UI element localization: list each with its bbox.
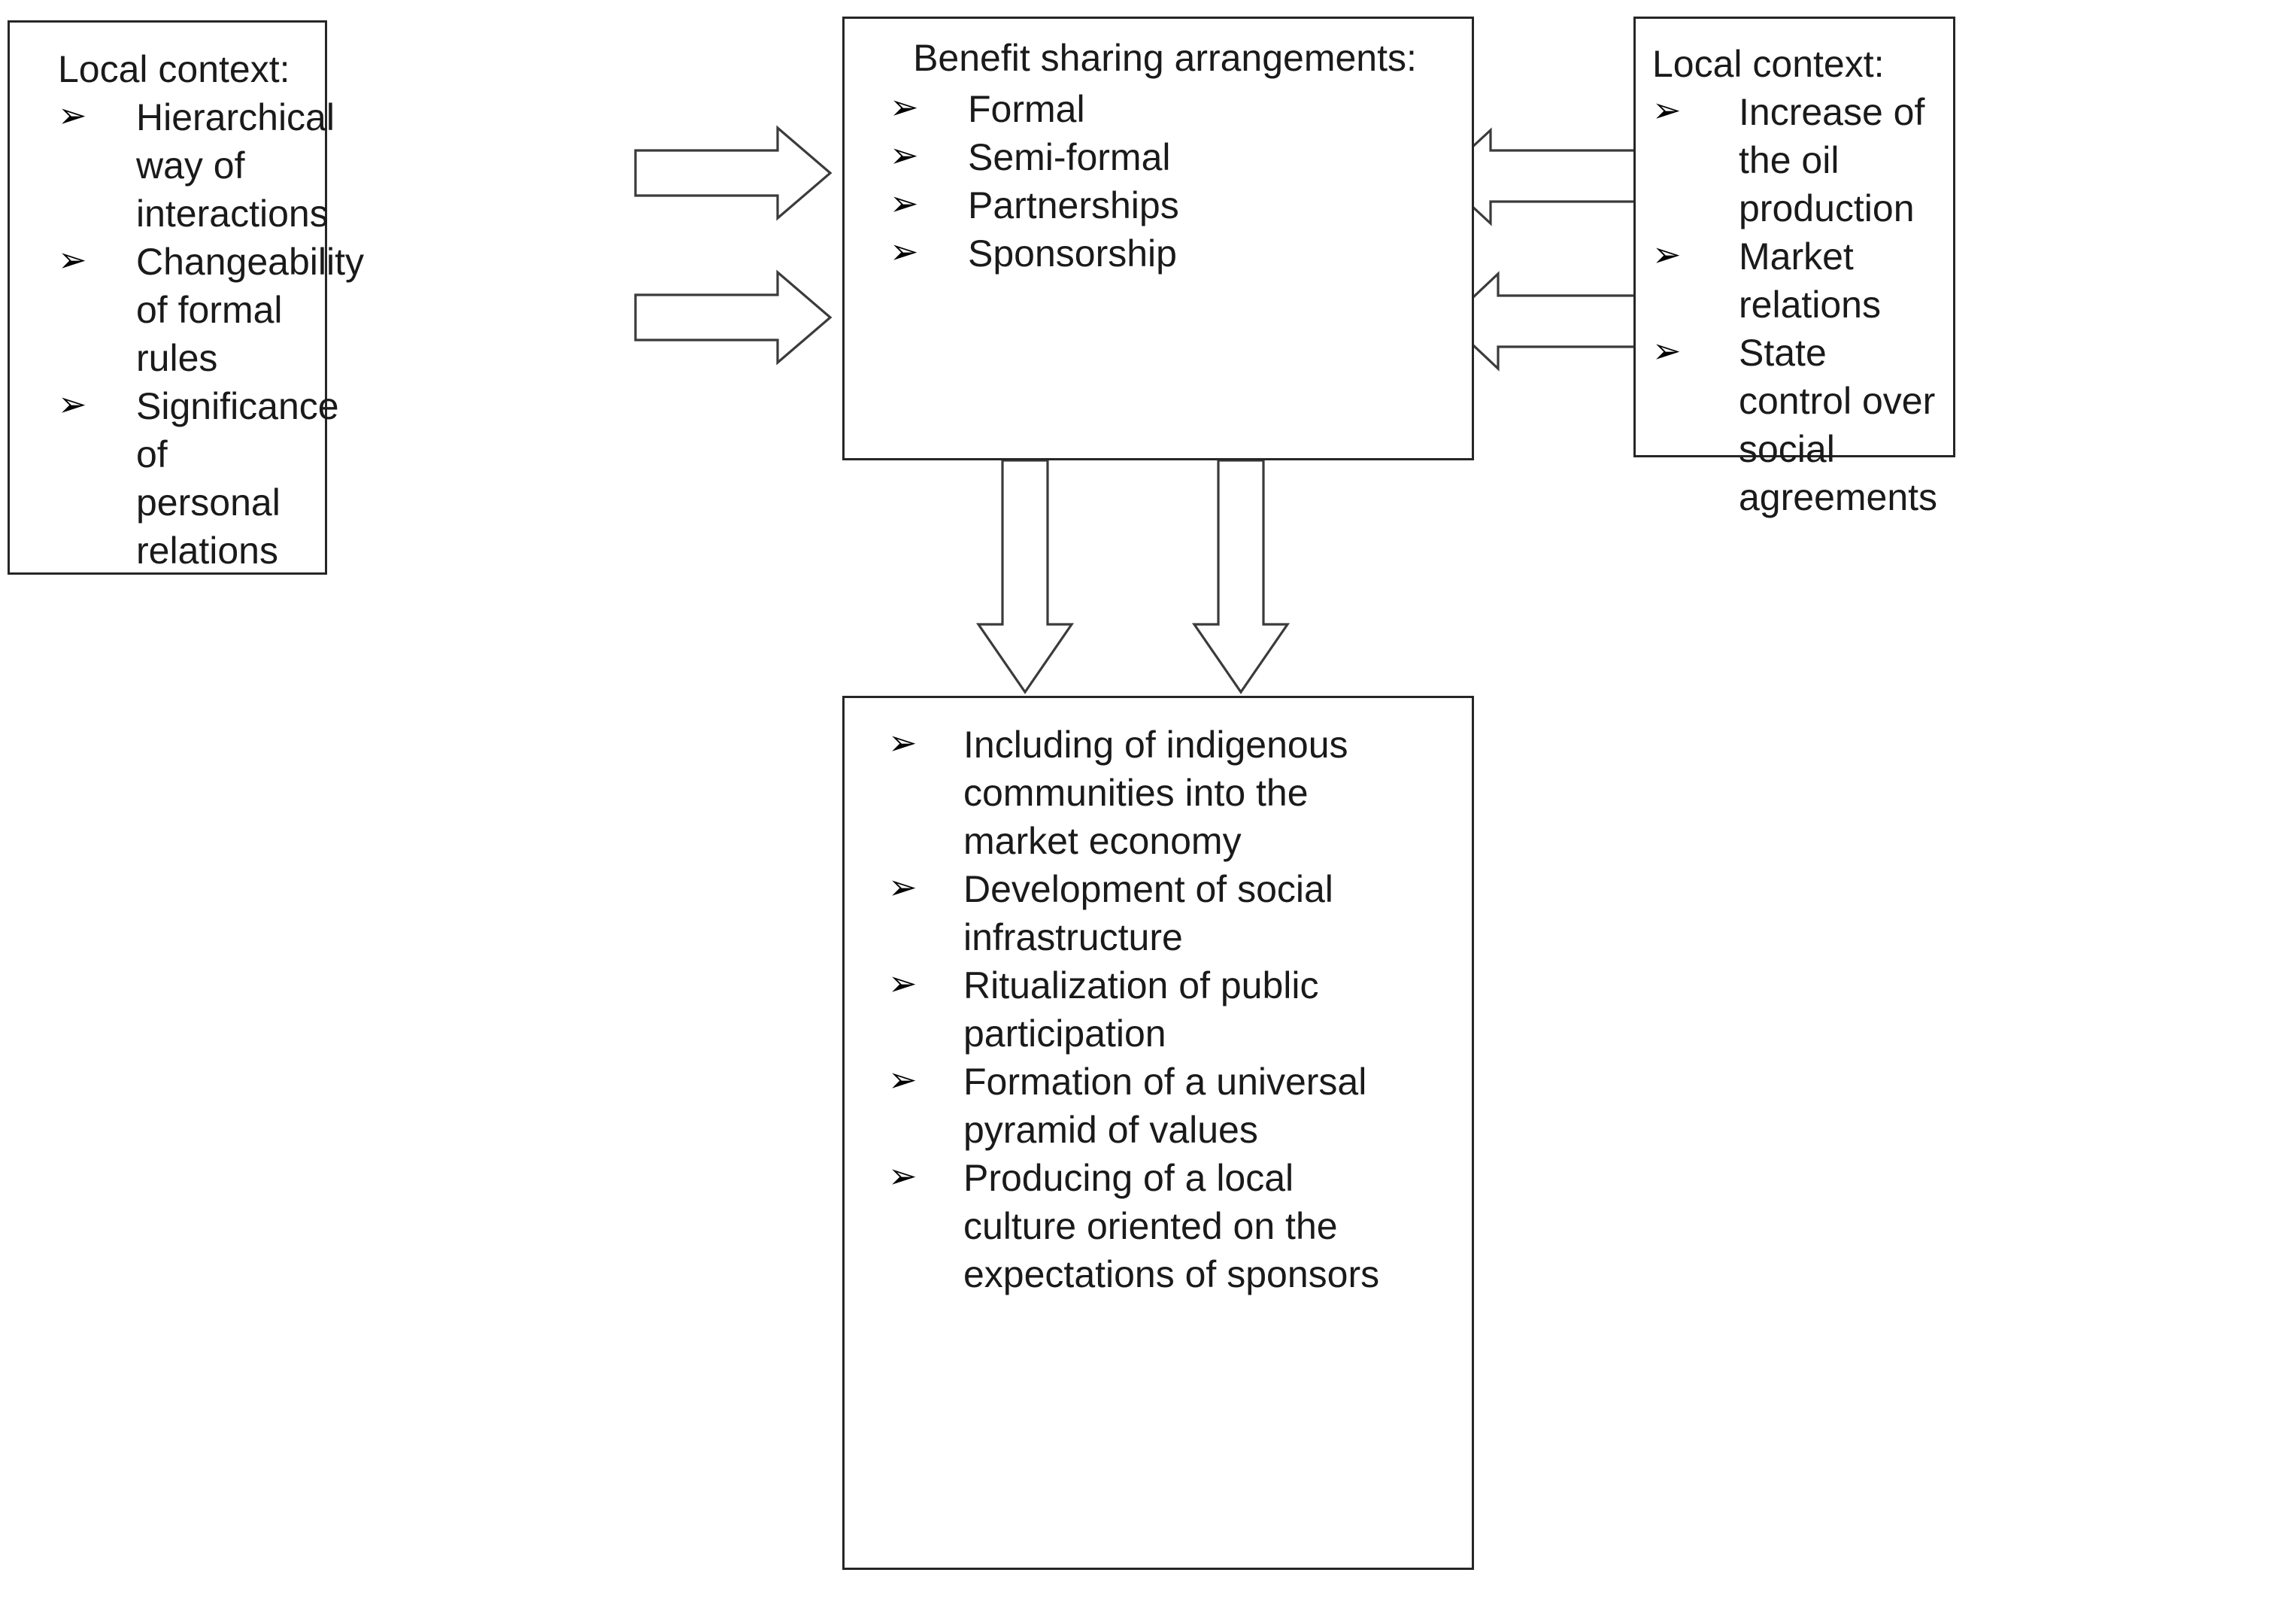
- list-item-label: Producing of a local culture oriented on…: [963, 1157, 1380, 1295]
- box-local-context-right: Local context: ➢ Increase of the oil pro…: [1633, 17, 1955, 518]
- box-middle-content: Benefit sharing arrangements: ➢ Formal ➢…: [890, 34, 1455, 278]
- arrowhead-bullet-icon: ➢: [58, 240, 87, 279]
- list-item-label: Significance of personal relations: [136, 385, 339, 572]
- list-item-label: Increase of the oil production: [1739, 91, 1925, 229]
- list-item-label: Formal: [968, 88, 1085, 130]
- arrowhead-bullet-icon: ➢: [888, 964, 917, 1003]
- list-item: ➢ Semi-formal: [890, 133, 1455, 181]
- list-item-label: Sponsorship: [968, 232, 1177, 275]
- arrowhead-bullet-icon: ➢: [888, 867, 917, 906]
- box-bottom-bullet-list: ➢ Including of indigenous communities in…: [888, 721, 1460, 1298]
- arrowhead-bullet-icon: ➢: [890, 87, 919, 126]
- list-item-label: State control over social agreements: [1739, 332, 1938, 518]
- list-item-label: Hierarchical way of interactions: [136, 96, 335, 235]
- list-item: ➢ Sponsorship: [890, 229, 1455, 278]
- box-local-context-left: Local context: ➢ Hierarchical way of int…: [8, 20, 364, 575]
- list-item: ➢ Formation of a universal pyramid of va…: [888, 1058, 1385, 1154]
- arrow-middle-to-bottom-left: [975, 459, 1075, 694]
- list-item: ➢ Development of social infrastructure: [888, 865, 1385, 961]
- list-item: ➢ Partnerships: [890, 181, 1455, 229]
- list-item: ➢ Formal: [890, 85, 1455, 133]
- list-item-label: Partnerships: [968, 184, 1179, 226]
- list-item-label: Changeability of formal rules: [136, 241, 364, 379]
- box-right-heading: Local context:: [1652, 43, 1885, 85]
- arrowhead-bullet-icon: ➢: [890, 184, 919, 223]
- list-item: ➢ Hierarchical way of interactions: [58, 93, 335, 238]
- list-item-label: Development of social infrastructure: [963, 868, 1333, 958]
- arrowhead-bullet-icon: ➢: [58, 384, 87, 424]
- list-item: ➢ Significance of personal relations: [58, 382, 339, 575]
- list-item-label: Market relations: [1739, 235, 1881, 326]
- arrowhead-bullet-icon: ➢: [888, 1156, 917, 1195]
- box-outcomes: ➢ Including of indigenous communities in…: [842, 696, 1474, 1570]
- arrowhead-bullet-icon: ➢: [58, 96, 87, 135]
- list-item: ➢ Market relations: [1652, 232, 1944, 329]
- list-item: ➢ Changeability of formal rules: [58, 238, 364, 382]
- box-benefit-sharing-arrangements: Benefit sharing arrangements: ➢ Formal ➢…: [842, 17, 1474, 460]
- box-middle-bullet-list: ➢ Formal ➢ Semi-formal ➢ Partnerships ➢ …: [890, 85, 1455, 278]
- list-item-label: Semi-formal: [968, 136, 1171, 178]
- list-item-label: Including of indigenous communities into…: [963, 724, 1348, 862]
- arrowhead-bullet-icon: ➢: [1652, 90, 1682, 129]
- box-right-content: Local context: ➢ Increase of the oil pro…: [1652, 40, 1944, 521]
- arrowhead-bullet-icon: ➢: [1652, 331, 1682, 370]
- box-left-content: Local context: ➢ Hierarchical way of int…: [58, 45, 364, 575]
- arrow-left-to-middle-lower: [634, 269, 833, 366]
- box-left-heading: Local context:: [58, 48, 290, 90]
- list-item: ➢ Ritualization of public participation: [888, 961, 1385, 1058]
- box-middle-heading: Benefit sharing arrangements:: [913, 37, 1417, 79]
- list-item-label: Formation of a universal pyramid of valu…: [963, 1061, 1367, 1151]
- list-item-label: Ritualization of public participation: [963, 964, 1319, 1055]
- arrowhead-bullet-icon: ➢: [890, 135, 919, 175]
- list-item: ➢ Increase of the oil production: [1652, 88, 1944, 232]
- arrowhead-bullet-icon: ➢: [888, 723, 917, 762]
- box-bottom-content: ➢ Including of indigenous communities in…: [888, 721, 1460, 1298]
- list-item: ➢ State control over social agreements: [1652, 329, 1944, 521]
- list-item: ➢ Producing of a local culture oriented …: [888, 1154, 1385, 1298]
- arrow-right-to-middle-lower: [1445, 271, 1648, 372]
- box-right-bullet-list: ➢ Increase of the oil production ➢ Marke…: [1652, 88, 1944, 521]
- arrowhead-bullet-icon: ➢: [1652, 235, 1682, 274]
- arrowhead-bullet-icon: ➢: [888, 1060, 917, 1099]
- box-left-bullet-list: ➢ Hierarchical way of interactions ➢ Cha…: [58, 93, 364, 575]
- list-item: ➢ Including of indigenous communities in…: [888, 721, 1385, 865]
- arrowhead-bullet-icon: ➢: [890, 232, 919, 271]
- arrow-middle-to-bottom-right: [1191, 459, 1291, 694]
- arrow-left-to-middle-upper: [634, 125, 833, 221]
